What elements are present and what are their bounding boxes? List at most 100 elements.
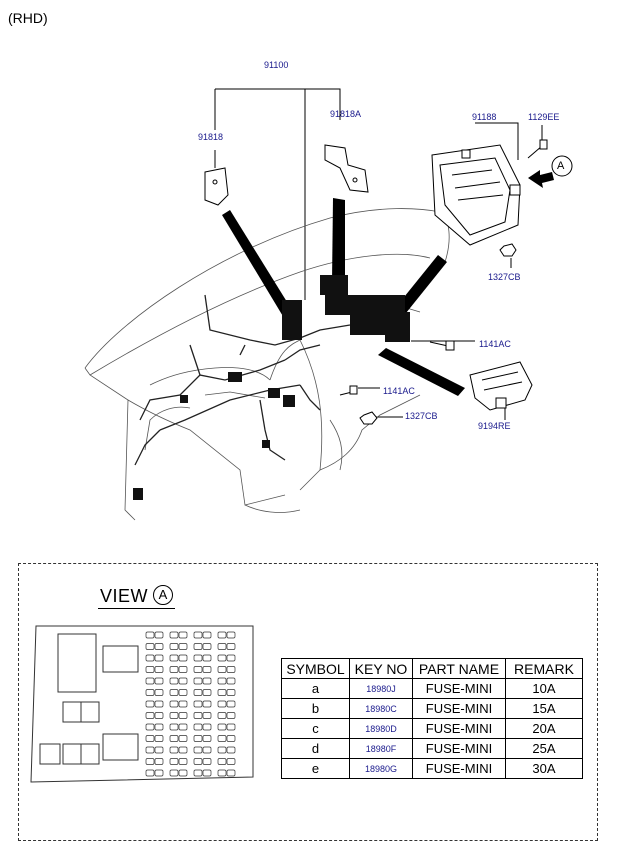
junction-box-91188 bbox=[431, 144, 521, 246]
mini-fuse-slot bbox=[145, 723, 155, 731]
mini-fuse-slot bbox=[145, 631, 155, 639]
mini-fuse-slot bbox=[217, 654, 227, 662]
view-title-underline bbox=[98, 608, 175, 609]
mini-fuse-slot bbox=[217, 689, 227, 696]
view-title-marker: A bbox=[153, 585, 173, 605]
mini-fuse-slot bbox=[145, 643, 155, 650]
mini-fuse-slot bbox=[178, 677, 188, 685]
mini-fuse-slot bbox=[169, 735, 179, 742]
mini-fuse-slot bbox=[145, 700, 155, 708]
cell-remark: 10A bbox=[505, 678, 583, 699]
mini-fuse-slot bbox=[154, 700, 164, 708]
cell-remark: 30A bbox=[505, 758, 583, 779]
mini-fuse-slot bbox=[178, 769, 188, 777]
mini-fuse-slot bbox=[154, 735, 164, 742]
table-row: d 18980F FUSE-MINI 25A bbox=[281, 738, 583, 759]
mini-fuse-slot bbox=[193, 746, 203, 754]
mini-fuse-slot bbox=[193, 631, 203, 639]
mini-fuse-slot bbox=[217, 735, 227, 742]
cell-part-name: FUSE-MINI bbox=[412, 758, 506, 779]
mini-fuse-slot bbox=[217, 700, 227, 708]
mini-fuse-slot bbox=[226, 689, 236, 696]
callout-91818a: 91818A bbox=[330, 109, 362, 119]
mini-fuse-slot bbox=[193, 735, 203, 742]
bolt-1141ac-upper bbox=[429, 340, 455, 351]
mini-fuse-slot bbox=[193, 654, 203, 662]
mini-fuse-slot bbox=[193, 758, 203, 765]
mini-fuse-slot bbox=[226, 723, 236, 731]
header-remark: REMARK bbox=[505, 658, 583, 679]
callout-1327cb-lower: 1327CB bbox=[405, 411, 438, 421]
mini-fuse-slot bbox=[226, 643, 236, 650]
mini-fuse-slot bbox=[169, 723, 179, 731]
module-9194re bbox=[469, 361, 533, 411]
cell-part-name: FUSE-MINI bbox=[412, 738, 506, 759]
mini-fuse-slot bbox=[154, 689, 164, 696]
mini-fuse-slot bbox=[217, 769, 227, 777]
mini-fuse-slot bbox=[202, 643, 212, 650]
mini-fuse-slot bbox=[193, 769, 203, 777]
mini-fuse-slot bbox=[226, 677, 236, 685]
mini-fuse-slot bbox=[217, 677, 227, 685]
cell-symbol: b bbox=[281, 698, 350, 719]
mini-fuse-slot bbox=[202, 723, 212, 731]
cell-key-no: 18980D bbox=[349, 718, 413, 739]
mini-fuse-slot bbox=[145, 654, 155, 662]
mini-fuse-slot bbox=[226, 769, 236, 777]
cell-symbol: c bbox=[281, 718, 350, 739]
mini-fuse-slot bbox=[217, 666, 227, 673]
header-symbol: SYMBOL bbox=[281, 658, 350, 679]
mini-fuse-slot bbox=[193, 643, 203, 650]
mini-fuse-slot bbox=[178, 735, 188, 742]
mini-fuse-slot bbox=[217, 631, 227, 639]
cell-symbol: e bbox=[281, 758, 350, 779]
mini-fuse-slot bbox=[145, 712, 155, 719]
mini-fuse-slot bbox=[169, 689, 179, 696]
cell-symbol: a bbox=[281, 678, 350, 699]
callout-1141ac-upper: 1141AC bbox=[479, 339, 511, 349]
mini-fuse-slot bbox=[154, 712, 164, 719]
mini-fuse-slot bbox=[154, 723, 164, 731]
mini-fuse-slot bbox=[169, 758, 179, 765]
cell-remark: 20A bbox=[505, 718, 583, 739]
view-a-marker: A bbox=[557, 160, 565, 172]
cell-key-no: 18980J bbox=[349, 678, 413, 699]
mini-fuse-slot bbox=[202, 746, 212, 754]
cell-key-no: 18980F bbox=[349, 738, 413, 759]
callout-9194re: 9194RE bbox=[478, 421, 511, 431]
cell-part-name: FUSE-MINI bbox=[412, 698, 506, 719]
mini-fuse-slot bbox=[226, 746, 236, 754]
mini-fuse-slot bbox=[226, 735, 236, 742]
mini-fuse-slot bbox=[154, 643, 164, 650]
mini-fuse-slot bbox=[217, 712, 227, 719]
mini-fuse-slot bbox=[217, 758, 227, 765]
mini-fuse-slot bbox=[217, 643, 227, 650]
view-a-arrow bbox=[528, 155, 573, 188]
dashboard-outline bbox=[84, 208, 450, 521]
mini-fuse-slot bbox=[202, 654, 212, 662]
mini-fuse-slot bbox=[154, 769, 164, 777]
mini-fuse-slot bbox=[178, 758, 188, 765]
mini-fuse-slot bbox=[169, 700, 179, 708]
table-row: a 18980J FUSE-MINI 10A bbox=[281, 678, 583, 699]
mini-fuse-slot bbox=[154, 666, 164, 673]
mini-fuse-slot bbox=[193, 677, 203, 685]
mini-fuse-slot bbox=[169, 712, 179, 719]
header-part-name: PART NAME bbox=[412, 658, 506, 679]
mini-fuse-slot bbox=[202, 631, 212, 639]
cell-part-name: FUSE-MINI bbox=[412, 678, 506, 699]
mini-fuse-slot bbox=[169, 654, 179, 662]
mini-fuse-slot bbox=[145, 735, 155, 742]
callout-1327cb-upper: 1327CB bbox=[488, 272, 521, 282]
mini-fuse-slot bbox=[145, 758, 155, 765]
page-header: (RHD) bbox=[8, 10, 48, 26]
mini-fuse-slot bbox=[154, 746, 164, 754]
fuse-box-view bbox=[30, 625, 254, 783]
callout-1129ee: 1129EE bbox=[528, 112, 560, 122]
mini-fuse-slot bbox=[202, 666, 212, 673]
mini-fuse-slot bbox=[202, 735, 212, 742]
mini-fuse-slot bbox=[178, 700, 188, 708]
mini-fuse-slot bbox=[169, 769, 179, 777]
mini-fuse-slot bbox=[193, 700, 203, 708]
mini-fuse-slot bbox=[145, 746, 155, 754]
